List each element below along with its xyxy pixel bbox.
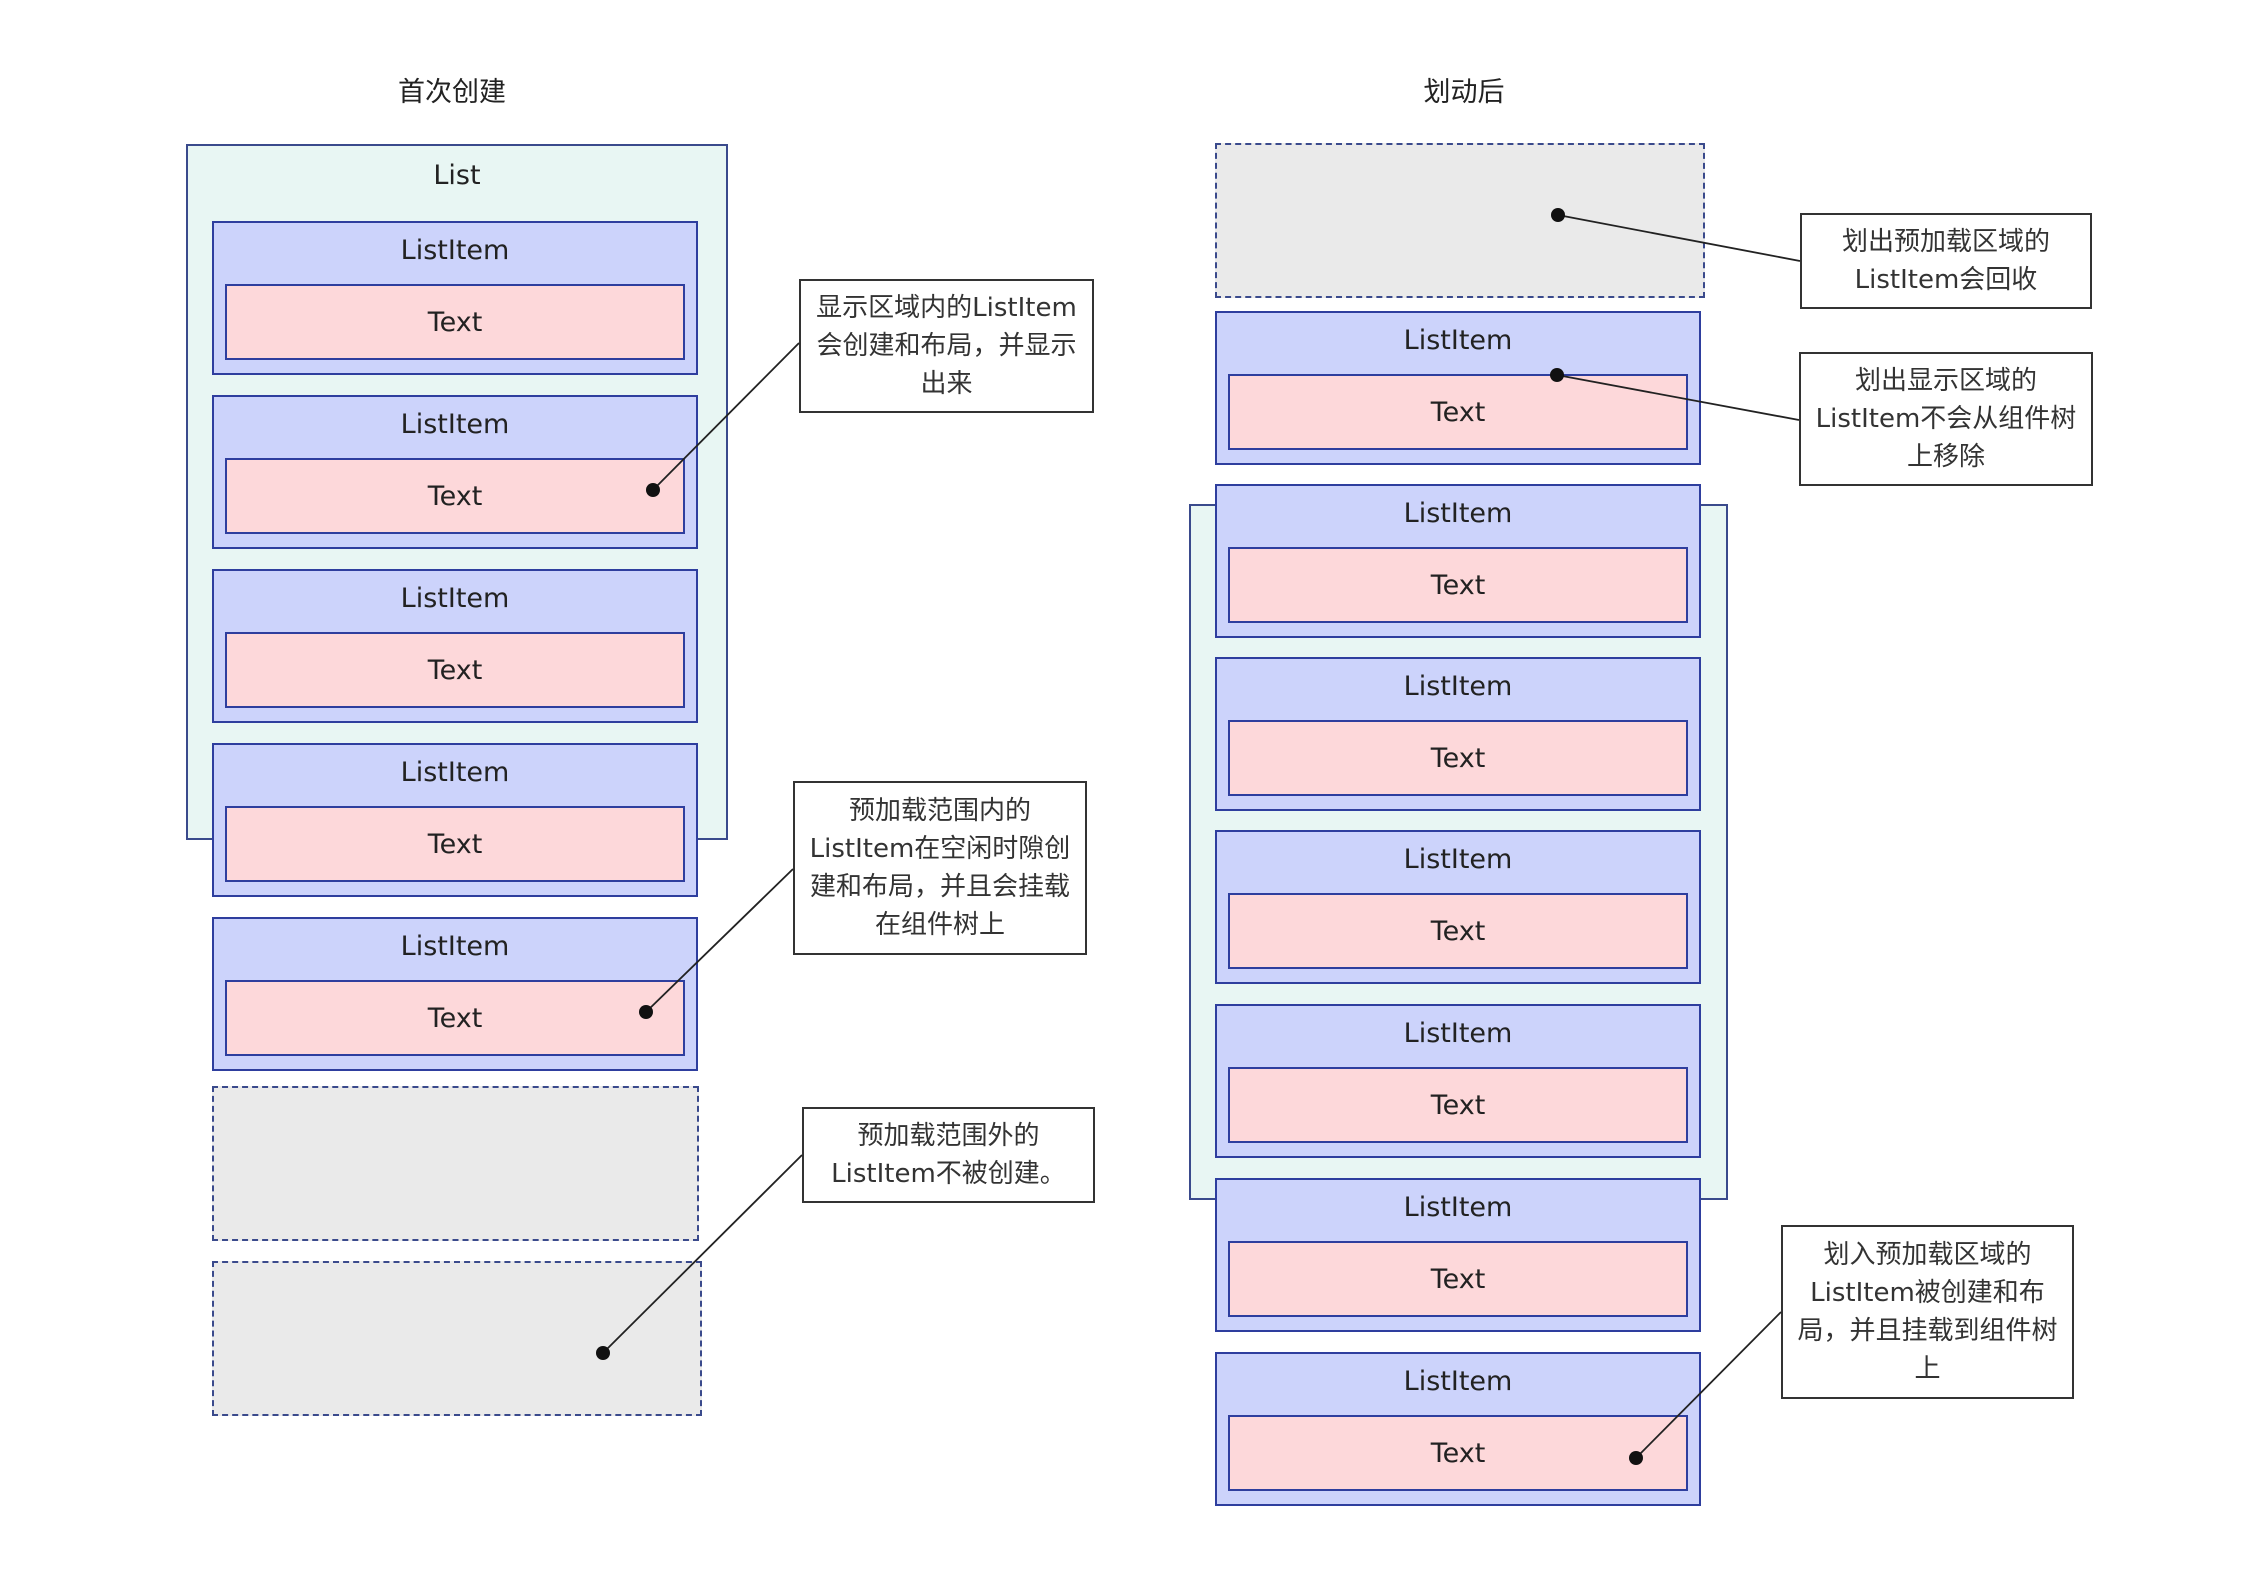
text-label: Text [1430,1263,1486,1295]
uncreated-item-placeholder [212,1086,699,1241]
list-item-label: ListItem [1403,1366,1513,1397]
text-component: Text [1228,547,1688,623]
text-label: Text [1430,742,1486,774]
list-item-label: ListItem [1403,498,1513,529]
list-item: ListItem Text [212,395,698,549]
list-item: ListItem Text [1215,484,1701,638]
text-label: Text [1430,915,1486,947]
list-item: ListItem Text [212,917,698,1071]
text-label: Text [1430,1089,1486,1121]
text-component: Text [1228,720,1688,796]
text-label: Text [427,654,483,686]
title-after-scroll: 划动后 [1423,77,1505,108]
uncreated-item-placeholder [212,1261,702,1416]
list-item-label: ListItem [400,583,510,614]
text-label: Text [427,480,483,512]
text-component: Text [1228,893,1688,969]
text-component: Text [225,284,685,360]
list-label: List [433,160,481,191]
text-component: Text [1228,374,1688,450]
text-component: Text [225,632,685,708]
list-item: ListItem Text [1215,1352,1701,1506]
text-component: Text [1228,1241,1688,1317]
text-label: Text [1430,1437,1486,1469]
list-item-label: ListItem [1403,1018,1513,1049]
list-item: ListItem Text [212,743,698,897]
list-item: ListItem Text [1215,657,1701,811]
note-visible-area: 显示区域内的ListItem会创建和布局，并显示出来 [799,279,1094,413]
text-component: Text [1228,1415,1688,1491]
note-preload-outside: 预加载范围外的ListItem不被创建。 [802,1107,1095,1203]
text-label: Text [1430,396,1486,428]
note-created-mounted: 划入预加载区域的ListItem被创建和布局，并且挂载到组件树上 [1781,1225,2074,1399]
list-item-label: ListItem [400,235,510,266]
note-not-removed: 划出显示区域的ListItem不会从组件树上移除 [1799,352,2093,486]
list-item: ListItem Text [212,569,698,723]
list-item: ListItem Text [1215,1178,1701,1332]
text-label: Text [427,306,483,338]
list-item: ListItem Text [1215,830,1701,984]
list-item-label: ListItem [1403,844,1513,875]
list-item: ListItem Text [212,221,698,375]
list-item-label: ListItem [400,757,510,788]
list-item-label: ListItem [1403,325,1513,356]
list-item-label: ListItem [1403,1192,1513,1223]
recycled-item-placeholder [1215,143,1705,298]
note-recycled: 划出预加载区域的ListItem会回收 [1800,213,2092,309]
list-item-label: ListItem [400,931,510,962]
list-item: ListItem Text [1215,1004,1701,1158]
text-component: Text [225,806,685,882]
text-component: Text [225,458,685,534]
text-component: Text [1228,1067,1688,1143]
text-component: Text [225,980,685,1056]
text-label: Text [427,1002,483,1034]
text-label: Text [1430,569,1486,601]
text-label: Text [427,828,483,860]
list-item-label: ListItem [400,409,510,440]
list-item: ListItem Text [1215,311,1701,465]
list-item-label: ListItem [1403,671,1513,702]
note-preload-inside: 预加载范围内的ListItem在空闲时隙创建和布局，并且会挂载在组件树上 [793,781,1087,955]
title-first-create: 首次创建 [398,77,506,108]
